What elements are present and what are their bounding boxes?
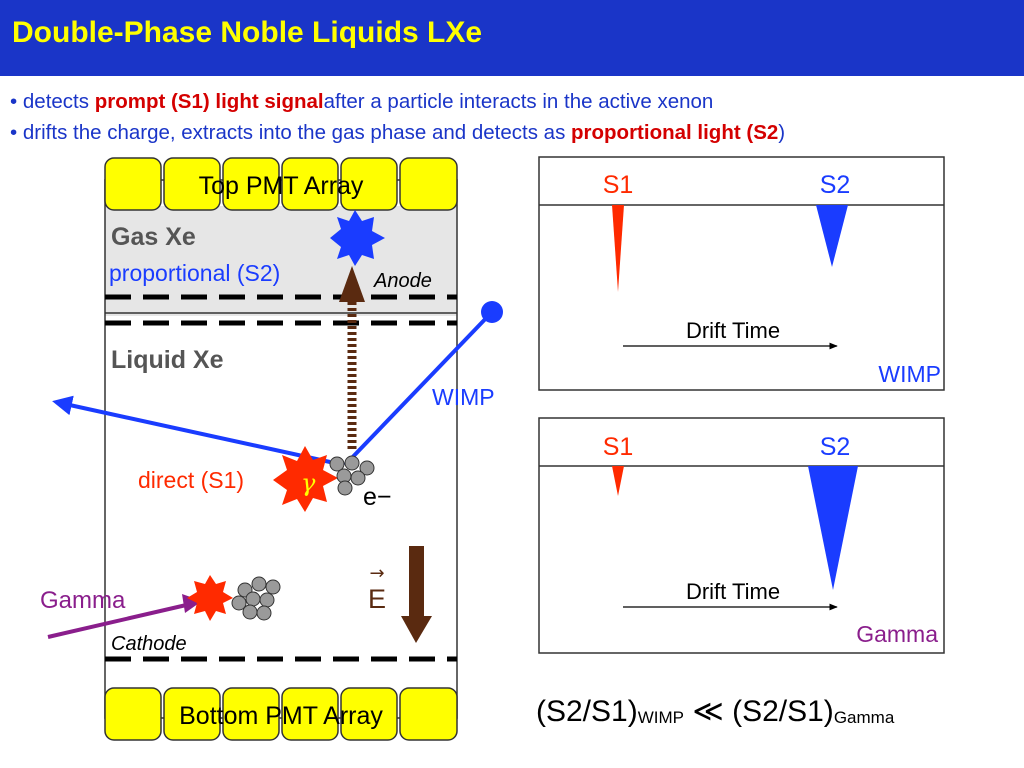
detector-diagram: Top PMT Array Bottom PMT Array Gas Xe pr… <box>40 156 945 741</box>
wimp-s2-pulse <box>816 205 848 267</box>
gamma-symbol: γ <box>301 469 316 497</box>
cathode-label: Cathode <box>111 633 187 655</box>
bullet-1: • detects prompt (S1) light signalafter … <box>10 86 785 117</box>
wimp-label: WIMP <box>432 384 495 410</box>
detector-outline <box>104 179 458 719</box>
gamma-panel-s1-label: S1 <box>603 433 634 461</box>
bullet-2-post: ) <box>778 121 786 144</box>
gamma-flash-icon <box>187 575 233 621</box>
wimp-panel-corner-label: WIMP <box>878 361 941 387</box>
wimp-panel-drift-label: Drift Time <box>686 318 780 343</box>
bullet-marker: • <box>10 90 18 113</box>
gamma-track-arrowhead <box>182 594 202 613</box>
electron-cluster <box>329 455 375 496</box>
wimp-panel-s1-label: S1 <box>603 171 634 199</box>
bottom-pmt-label: Bottom PMT Array <box>179 702 383 730</box>
wimp-panel-s2-label: S2 <box>820 171 851 199</box>
electron-drift-arrowhead <box>339 266 365 302</box>
bullet-2-highlight: proportional light (S2 <box>571 121 779 144</box>
gamma-electron-cluster <box>231 576 281 621</box>
wimp-track <box>343 310 494 467</box>
s1-flash-icon <box>273 446 338 512</box>
bullet-list: • detects prompt (S1) light signalafter … <box>10 86 785 148</box>
s2-s1-ratio-relation: (S2/S1)WIMP ≪ (S2/S1)Gamma <box>536 694 894 729</box>
ratio-operator: ≪ <box>692 695 724 728</box>
field-arrow-symbol: → <box>369 563 384 584</box>
ratio-left-sub: WIMP <box>637 708 684 727</box>
ratio-right-sub: Gamma <box>833 708 895 727</box>
top-pmt-array: Top PMT Array <box>104 157 458 211</box>
anode-label: Anode <box>373 270 432 292</box>
gamma-panel-drift-label: Drift Time <box>686 579 780 604</box>
gas-xe-label: Gas Xe <box>111 223 196 251</box>
wimp-signal-panel: S1 S2 Drift Time WIMP <box>538 156 945 391</box>
field-arrow-shaft <box>409 546 424 618</box>
ratio-left: (S2/S1) <box>536 695 638 728</box>
proportional-s2-label: proportional (S2) <box>109 260 280 286</box>
electron-label: e− <box>363 483 392 511</box>
gamma-signal-panel: S1 S2 Drift Time Gamma <box>538 417 945 654</box>
scattered-wimp-track <box>52 395 331 464</box>
gamma-panel-s2-label: S2 <box>820 433 851 461</box>
bullet-marker: • <box>10 121 18 144</box>
bullet-2: • drifts the charge, extracts into the g… <box>10 117 785 148</box>
ratio-right: (S2/S1) <box>732 695 834 728</box>
gamma-panel-corner-label: Gamma <box>856 621 938 647</box>
field-arrow-head <box>401 616 432 643</box>
bottom-pmt-array: Bottom PMT Array <box>104 687 458 741</box>
liquid-xe-label: Liquid Xe <box>111 346 224 374</box>
title-bar: Double-Phase Noble Liquids LXe <box>0 0 1024 76</box>
detector: Top PMT Array Bottom PMT Array Gas Xe pr… <box>40 157 503 741</box>
gamma-s1-pulse <box>612 466 624 496</box>
bullet-1-post: after a particle interacts in the active… <box>323 90 714 113</box>
field-label: E <box>368 584 386 614</box>
gamma-s2-pulse <box>808 466 858 590</box>
bullet-1-pre: detects <box>22 90 95 113</box>
slide-title: Double-Phase Noble Liquids LXe <box>12 16 483 49</box>
s2-flash-icon <box>330 210 385 266</box>
gamma-label: Gamma <box>40 587 126 614</box>
wimp-s1-pulse <box>612 205 624 292</box>
direct-s1-label: direct (S1) <box>138 467 244 493</box>
bullet-1-highlight: prompt (S1) light signal <box>94 90 324 113</box>
bullet-2-pre: drifts the charge, extracts into the gas… <box>22 121 572 144</box>
top-pmt-label: Top PMT Array <box>199 172 364 200</box>
gamma-track <box>47 601 196 639</box>
